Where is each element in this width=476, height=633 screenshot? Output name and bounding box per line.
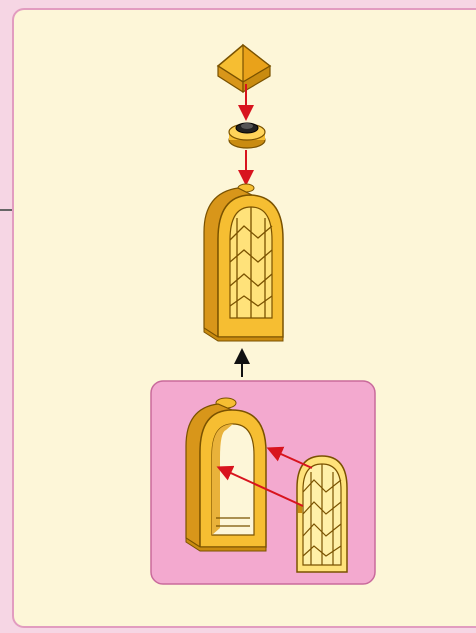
arched-window-icon [204,184,283,341]
round-plate-icon [229,123,265,148]
arched-frame-icon [186,398,266,551]
sloped-tile-icon [218,45,270,92]
window-pane-icon [297,456,347,572]
